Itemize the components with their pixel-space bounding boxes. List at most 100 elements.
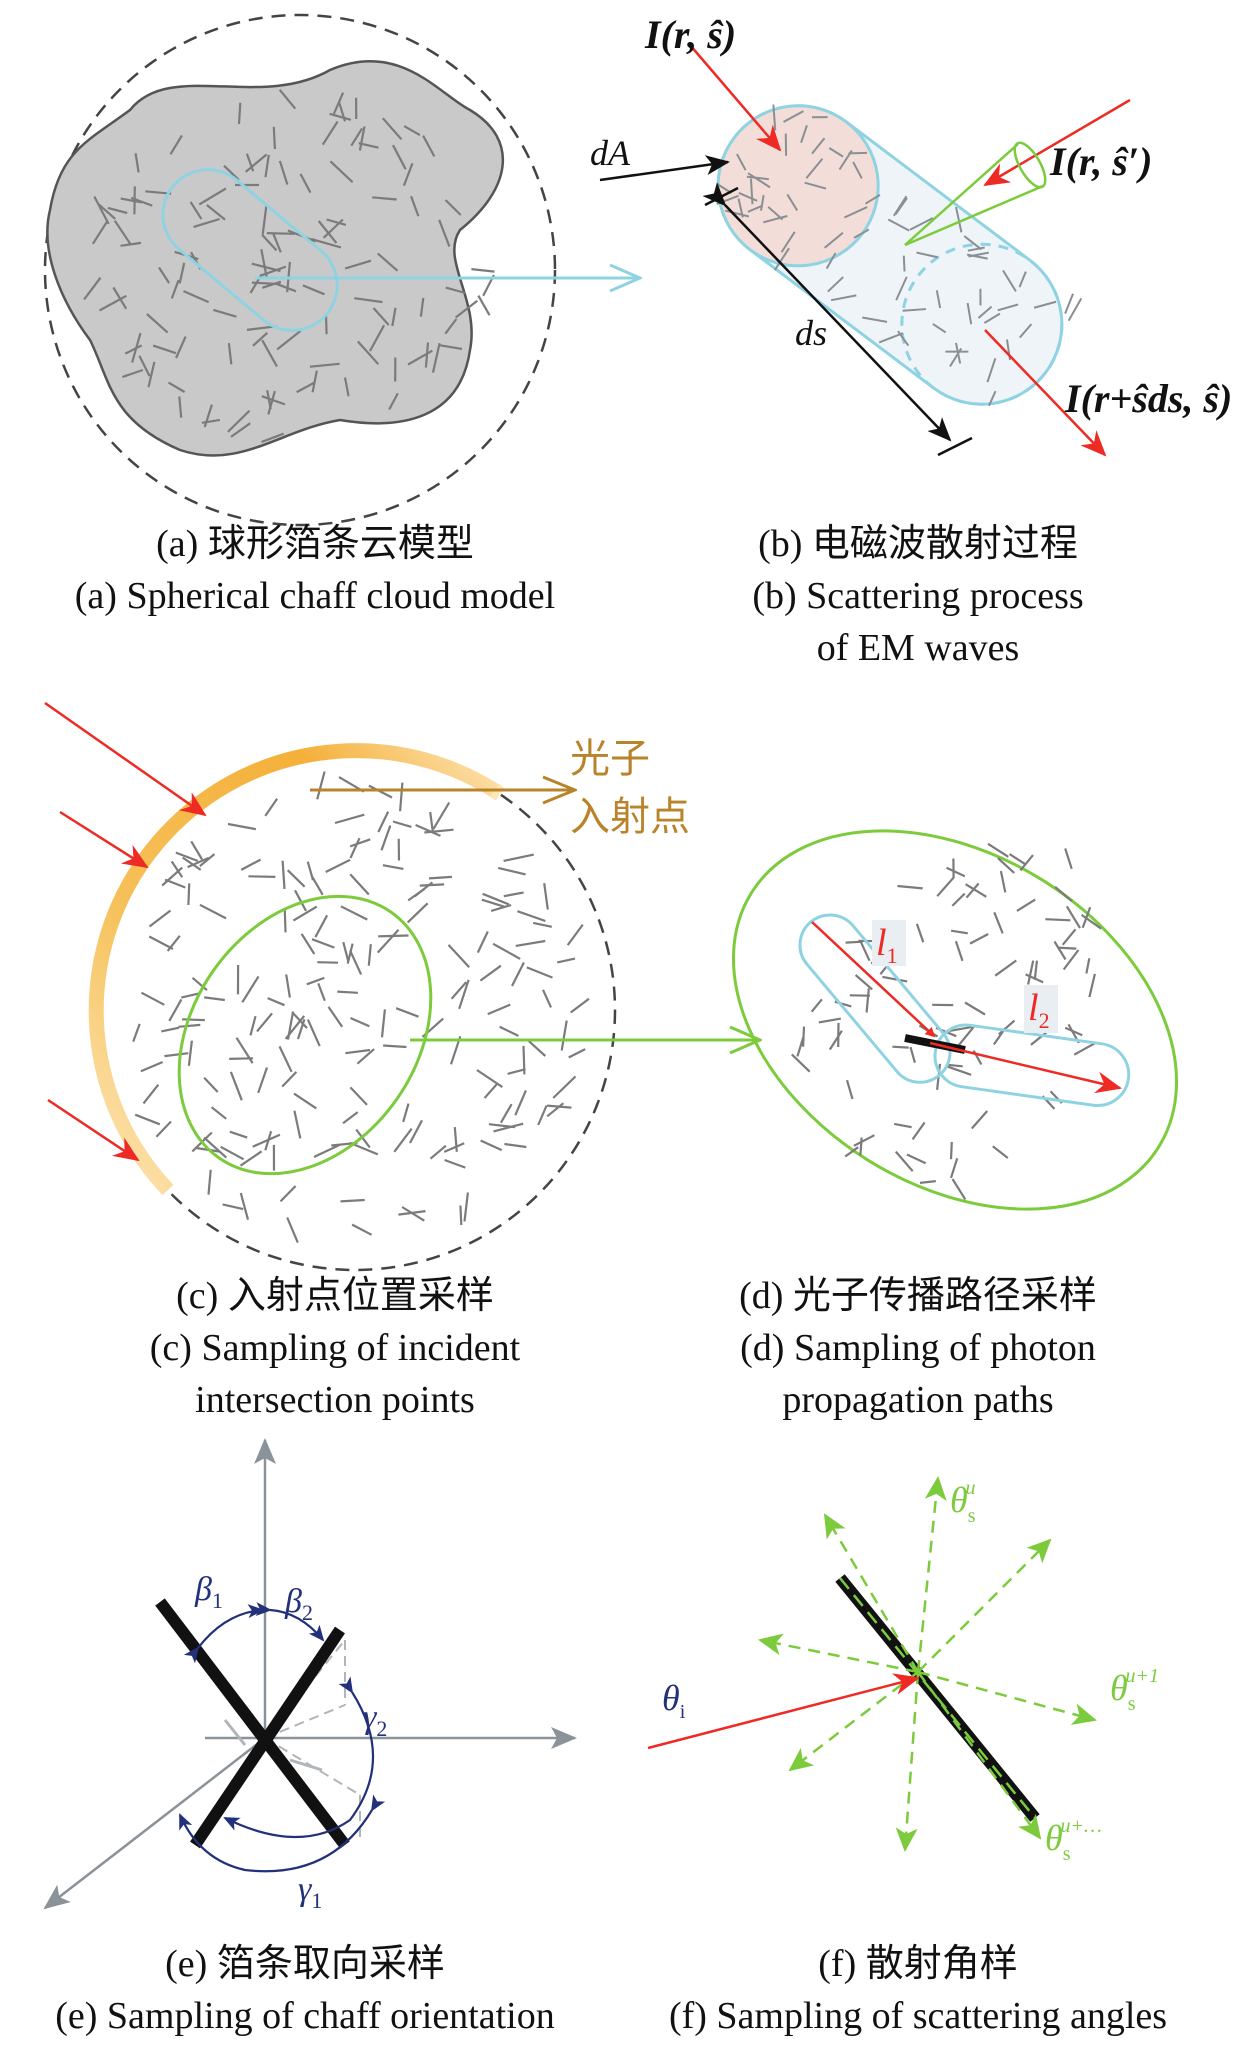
chaff-dipole xyxy=(977,305,993,319)
chaff-dipole xyxy=(278,160,289,185)
chaff-dipole xyxy=(283,910,287,933)
chaff-dipole xyxy=(317,961,339,964)
chaff-dipole xyxy=(439,344,463,350)
caption-d-zh: (d) 光子传播路径采样 xyxy=(739,1275,1097,1317)
path-cylinder-2 xyxy=(933,1023,1131,1108)
chaff-dipole xyxy=(230,422,251,438)
chaff-dipole xyxy=(261,280,282,289)
chaff-dipole xyxy=(477,295,491,316)
chaff-dipole xyxy=(503,891,524,898)
caption-f-en: (f) Sampling of scattering angles xyxy=(668,1995,1168,2037)
chaff-dipole xyxy=(148,909,172,928)
chaff-dipole xyxy=(227,342,233,365)
chaff-dipole xyxy=(142,1084,160,1105)
chaff-dipole xyxy=(471,268,495,273)
chaff-dipole xyxy=(969,933,989,945)
chaff-dipole xyxy=(391,307,397,327)
chaff-dipole xyxy=(285,974,291,998)
chaff-dipole xyxy=(919,1180,936,1184)
chaff-dipole xyxy=(499,1103,513,1124)
chaff-dipole xyxy=(203,404,213,428)
chaff-dipole xyxy=(1033,960,1038,980)
chaff-dipole xyxy=(245,153,255,172)
chaff-dipole xyxy=(146,313,169,334)
caption-c-en-2: intersection points xyxy=(195,1379,475,1421)
caption-e-zh: (e) 箔条取向采样 xyxy=(165,1943,445,1985)
caption-e-en: (e) Sampling of chaff orientation xyxy=(55,1995,555,2037)
chaff-dipole xyxy=(444,1158,466,1169)
chaff-dipole xyxy=(859,941,871,962)
chaff-dipole xyxy=(517,910,546,923)
chaff-dipole xyxy=(987,842,1009,858)
chaff-dipole xyxy=(541,989,553,1008)
chaff-dipole xyxy=(256,1012,273,1033)
chaff-dipole xyxy=(1064,848,1073,870)
chaff-dipole xyxy=(187,883,191,906)
chaff-dipole xyxy=(552,1075,577,1099)
chaff-dipole xyxy=(515,939,546,947)
chaff-dipole xyxy=(349,838,371,848)
chaff-dipole xyxy=(429,1144,447,1160)
chaff-dipole xyxy=(376,929,400,954)
chaff-dipole xyxy=(431,342,441,373)
chaff-dipole xyxy=(845,940,863,944)
chaff-dipole xyxy=(444,318,458,335)
chaff-dipole xyxy=(970,1110,989,1130)
incident-ray-2 xyxy=(59,810,149,869)
label-beta1: β1 xyxy=(194,1571,223,1613)
chaff-dipole xyxy=(419,297,425,317)
chaff-dipole xyxy=(296,1018,306,1040)
chaff-dipole xyxy=(1045,918,1071,922)
chaff-dipole xyxy=(175,851,199,863)
chaff-dipole xyxy=(316,771,326,800)
chaff-dipole xyxy=(402,1103,410,1123)
chaff-dipole xyxy=(148,935,174,950)
chaff-dipole xyxy=(894,1150,914,1172)
chaff-dipole xyxy=(251,281,281,286)
chaff-dipole xyxy=(306,861,315,881)
chaff-dipole xyxy=(372,307,390,326)
chaff-dipole xyxy=(206,204,226,221)
chaff-dipole xyxy=(279,1185,297,1203)
chaff-dipole xyxy=(406,902,429,924)
chaff-dipole xyxy=(350,1016,370,1028)
chaff-dipole xyxy=(1062,949,1080,971)
chaff-dipole xyxy=(388,392,399,411)
chaff-dipole xyxy=(949,1157,959,1179)
chaff-dipole xyxy=(414,881,434,898)
chaff-dipole xyxy=(248,875,276,878)
chaff-dipole xyxy=(345,1048,371,1055)
chaff-dipole xyxy=(223,164,240,181)
chaff-dipole xyxy=(736,153,747,171)
chaff-dipole xyxy=(113,220,132,246)
chaff-dipole xyxy=(828,147,844,158)
chaff-dipoles xyxy=(132,771,590,1244)
chaff-dipole xyxy=(187,1040,193,1066)
chaff-dipole xyxy=(340,1198,365,1203)
chaff-dipole xyxy=(1016,898,1036,912)
chaff-dipole xyxy=(482,892,510,906)
chaff-dipole xyxy=(329,160,354,184)
chaff-dipole xyxy=(865,988,870,1013)
chaff-dipole xyxy=(818,1017,841,1024)
chaff-dipole xyxy=(480,1139,503,1152)
chaff-dipole xyxy=(1002,269,1017,292)
chaff-dipole xyxy=(284,1015,306,1040)
chaff-dipole xyxy=(310,237,342,249)
chaff-dipole xyxy=(965,883,987,898)
chaff-dipole xyxy=(1067,297,1083,322)
chaff-dipole xyxy=(882,975,908,983)
chaff-dipole xyxy=(951,892,966,907)
chaff-dipole xyxy=(317,220,338,244)
chaff-dipole xyxy=(107,206,128,215)
chaff-dipole xyxy=(967,246,985,252)
chaff-dipole xyxy=(1061,928,1077,946)
chaff-dipole xyxy=(380,1009,386,1038)
chaff-dipole xyxy=(244,153,268,173)
chaff-dipole xyxy=(337,990,358,994)
chaff-dipole xyxy=(132,1023,141,1042)
chaff-dipole xyxy=(189,201,203,220)
caption-b-en-1: (b) Scattering process xyxy=(752,575,1084,617)
chaff-dipole xyxy=(392,820,412,828)
